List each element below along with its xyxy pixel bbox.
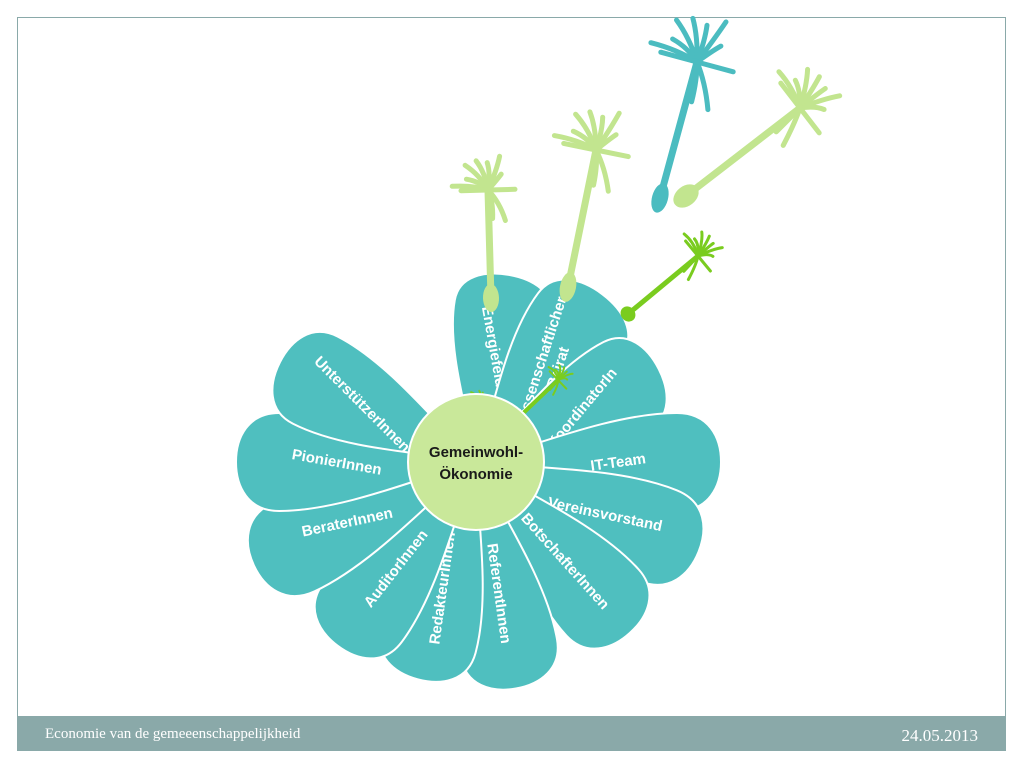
dandelion-seed bbox=[673, 66, 843, 208]
seeds-layer bbox=[449, 15, 843, 429]
center-circle bbox=[407, 393, 545, 531]
center-label-line2: Ökonomie bbox=[439, 466, 512, 483]
dandelion-seed bbox=[648, 15, 736, 213]
dandelion-seed bbox=[449, 153, 518, 312]
footer-title: Economie van de gemeeenschappelijkheid bbox=[45, 726, 301, 742]
dandelion-seed bbox=[551, 109, 631, 302]
dandelion-seed bbox=[620, 230, 724, 322]
footer-bar bbox=[17, 716, 1006, 751]
center-layer: Gemeinwohl- Ökonomie bbox=[407, 393, 545, 531]
footer-date: 24.05.2013 bbox=[901, 726, 979, 745]
center-label-line1: Gemeinwohl- bbox=[429, 444, 523, 461]
